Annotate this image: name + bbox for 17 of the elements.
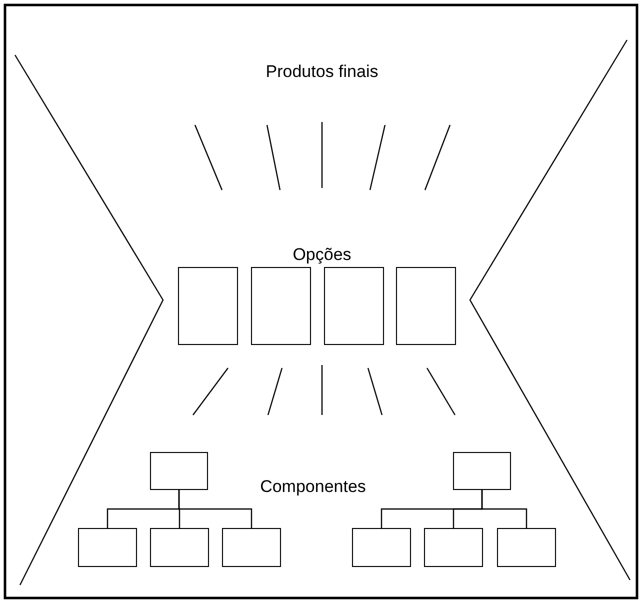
empty-box (150, 528, 209, 567)
label-text: Componentes (260, 477, 366, 497)
empty-box (251, 267, 311, 345)
empty-box (453, 452, 511, 490)
empty-box (324, 267, 384, 345)
empty-box (78, 528, 137, 567)
connector-line (481, 490, 528, 528)
connector-line (178, 490, 252, 528)
empty-box (178, 267, 238, 345)
label-text: Produtos finais (266, 62, 378, 82)
empty-box (424, 528, 483, 567)
empty-box (352, 528, 411, 567)
empty-box (396, 267, 456, 345)
empty-box (150, 452, 208, 490)
empty-box (497, 528, 556, 567)
empty-box (222, 528, 281, 567)
label-text: Opções (292, 245, 352, 265)
